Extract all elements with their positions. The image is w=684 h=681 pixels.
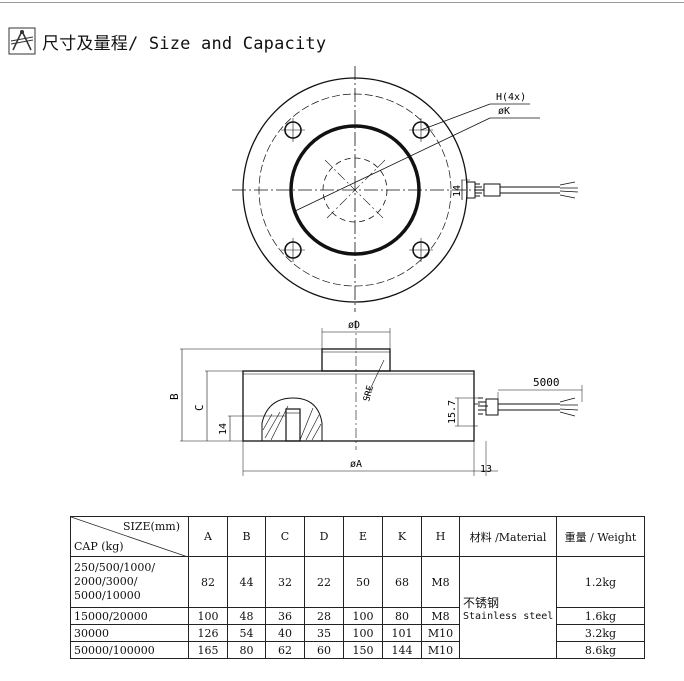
cap-line: 250/500/1000/ bbox=[74, 561, 156, 574]
top-rule bbox=[0, 2, 684, 3]
cell-h: M10 bbox=[421, 641, 460, 659]
header-col-e: E bbox=[343, 516, 383, 557]
header-col-b: B bbox=[227, 516, 266, 557]
header-size: SIZE(mm) bbox=[123, 520, 180, 533]
material-cell: 不锈钢 Stainless steel bbox=[459, 556, 557, 659]
technical-drawing: H(4x) øK 14 bbox=[168, 66, 583, 476]
table-row: 15000/20000 100 48 36 28 100 80 M8 1.6kg bbox=[70, 607, 645, 625]
label-c: C bbox=[193, 404, 206, 411]
cell-k: 101 bbox=[382, 624, 422, 642]
label-a: øA bbox=[350, 459, 362, 470]
label-k: øK bbox=[498, 106, 510, 117]
cell-c: 40 bbox=[265, 624, 305, 642]
header-weight: 重量 / Weight bbox=[556, 516, 645, 557]
cell-e: 100 bbox=[343, 607, 383, 625]
label-14: 14 bbox=[218, 423, 229, 435]
cell-e: 100 bbox=[343, 624, 383, 642]
cell-a: 82 bbox=[188, 556, 228, 608]
cell-h: M8 bbox=[421, 556, 460, 608]
header-size-cap: SIZE(mm) CAP (kg) bbox=[70, 516, 189, 557]
table-row: 30000 126 54 40 35 100 101 M10 3.2kg bbox=[70, 624, 645, 642]
cell-weight: 1.6kg bbox=[556, 607, 645, 625]
header-col-a: A bbox=[188, 516, 228, 557]
table-row: 250/500/1000/ 2000/3000/ 5000/10000 82 4… bbox=[70, 556, 645, 659]
header-col-k: K bbox=[382, 516, 422, 557]
label-h: H(4x) bbox=[496, 92, 526, 103]
label-15-7: 15.7 bbox=[447, 400, 458, 424]
cell-h: M10 bbox=[421, 624, 460, 642]
cell-b: 54 bbox=[227, 624, 266, 642]
label-d: øD bbox=[348, 320, 360, 331]
cell-k: 144 bbox=[382, 641, 422, 659]
page-title: 尺寸及量程/ Size and Capacity bbox=[42, 33, 327, 54]
cap-cell: 50000/100000 bbox=[70, 641, 189, 659]
label-cable-length: 5000 bbox=[533, 376, 560, 389]
label-cable-height: 14 bbox=[452, 185, 463, 197]
top-view bbox=[232, 66, 579, 312]
cap-cell: 15000/20000 bbox=[70, 607, 189, 625]
label-b: B bbox=[168, 393, 181, 400]
cell-d: 60 bbox=[304, 641, 344, 659]
material-cn: 不锈钢 bbox=[463, 595, 500, 610]
cell-weight: 1.2kg bbox=[556, 556, 645, 608]
cell-k: 68 bbox=[382, 556, 422, 608]
cap-cell: 250/500/1000/ 2000/3000/ 5000/10000 bbox=[70, 556, 189, 608]
material-en: Stainless steel bbox=[463, 610, 554, 622]
cell-b: 80 bbox=[227, 641, 266, 659]
cell-a: 126 bbox=[188, 624, 228, 642]
drafting-compass-icon bbox=[8, 27, 36, 55]
cell-b: 48 bbox=[227, 607, 266, 625]
label-sr: SRE bbox=[362, 384, 376, 402]
header-col-h: H bbox=[421, 516, 460, 557]
diagonal-divider bbox=[71, 517, 188, 557]
cell-d: 28 bbox=[304, 607, 344, 625]
spec-table: SIZE(mm) CAP (kg) A B C D E K H 材料 /Mate… bbox=[70, 516, 645, 659]
cell-k: 80 bbox=[382, 607, 422, 625]
side-view bbox=[180, 320, 583, 476]
header-col-c: C bbox=[265, 516, 305, 557]
cell-a: 165 bbox=[188, 641, 228, 659]
cap-line: 5000/10000 bbox=[74, 589, 141, 602]
header-cap: CAP (kg) bbox=[74, 540, 124, 553]
cap-line: 2000/3000/ bbox=[74, 575, 138, 588]
cell-c: 36 bbox=[265, 607, 305, 625]
section-header: 尺寸及量程/ Size and Capacity bbox=[8, 24, 326, 58]
cell-c: 62 bbox=[265, 641, 305, 659]
cell-h: M8 bbox=[421, 607, 460, 625]
label-13: 13 bbox=[480, 464, 492, 475]
cap-cell: 30000 bbox=[70, 624, 189, 642]
header-material: 材料 /Material bbox=[459, 516, 557, 557]
cell-b: 44 bbox=[227, 556, 266, 608]
cell-e: 50 bbox=[343, 556, 383, 608]
cell-d: 35 bbox=[304, 624, 344, 642]
cell-weight: 3.2kg bbox=[556, 624, 645, 642]
cell-d: 22 bbox=[304, 556, 344, 608]
table-header-row: SIZE(mm) CAP (kg) A B C D E K H 材料 /Mate… bbox=[70, 516, 645, 557]
header-col-d: D bbox=[304, 516, 344, 557]
cell-c: 32 bbox=[265, 556, 305, 608]
cell-weight: 8.6kg bbox=[556, 641, 645, 659]
table-row: 50000/100000 165 80 62 60 150 144 M10 8.… bbox=[70, 641, 645, 659]
cell-e: 150 bbox=[343, 641, 383, 659]
cell-a: 100 bbox=[188, 607, 228, 625]
